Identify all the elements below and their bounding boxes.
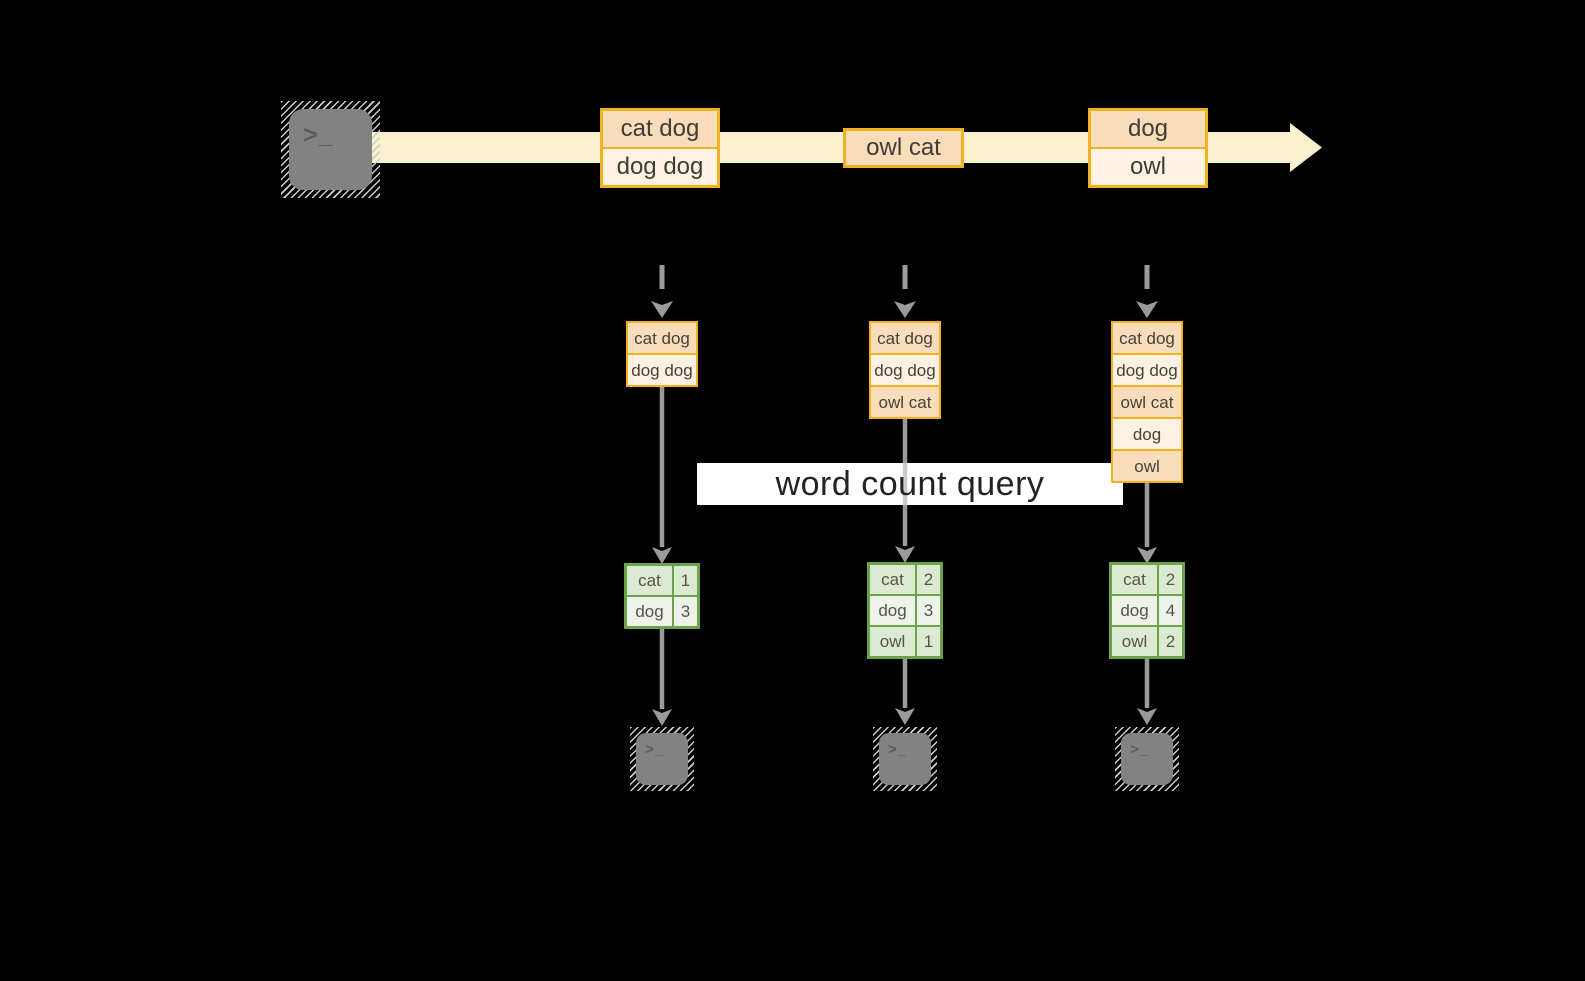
count-value: 3 [917, 596, 940, 625]
state-record: owl [1113, 451, 1181, 481]
count-word: dog [870, 596, 915, 625]
count-value: 2 [1159, 565, 1182, 594]
dashed-arrowhead-3 [1136, 301, 1158, 318]
count-table-2: cat 2 dog 3 owl 1 [867, 562, 943, 659]
count-word: cat [870, 565, 915, 594]
state-record: cat dog [871, 323, 939, 353]
count-word: cat [1112, 565, 1157, 594]
query-label: word count query [775, 464, 1045, 503]
sink-terminal-icon-1: >_ [630, 727, 694, 791]
sink-arrowhead-3 [1137, 708, 1157, 725]
count-word: dog [627, 597, 672, 626]
stream-record: cat dog [603, 111, 717, 147]
count-value: 1 [917, 627, 940, 656]
count-table-1: cat 1 dog 3 [624, 563, 700, 629]
query-arrowhead-2 [895, 546, 915, 563]
terminal-screen: >_ [636, 733, 688, 785]
dashed-arrowhead-1 [651, 301, 673, 318]
state-box-3: cat dog dog dog owl cat dog owl [1111, 321, 1183, 483]
count-word: dog [1112, 596, 1157, 625]
stream-batch-1: cat dog dog dog [600, 108, 720, 188]
state-record: cat dog [1113, 323, 1181, 353]
stream-batch-3: dog owl [1088, 108, 1208, 188]
state-box-1: cat dog dog dog [626, 321, 698, 387]
count-word: owl [870, 627, 915, 656]
count-value: 2 [917, 565, 940, 594]
source-terminal-icon: >_ [281, 101, 380, 198]
terminal-screen: >_ [1121, 733, 1173, 785]
query-arrowhead-1 [652, 547, 672, 564]
stream-record: owl cat [846, 131, 961, 165]
count-word: cat [627, 566, 672, 595]
count-value: 3 [674, 597, 697, 626]
sink-terminal-icon-3: >_ [1115, 727, 1179, 791]
state-record: owl cat [871, 387, 939, 417]
state-record: cat dog [628, 323, 696, 353]
stream-record: dog [1091, 111, 1205, 147]
dashed-arrowhead-2 [894, 301, 916, 318]
stream-record: dog dog [603, 149, 717, 185]
terminal-prompt-glyph: >_ [888, 741, 908, 758]
state-record: owl cat [1113, 387, 1181, 417]
terminal-prompt-glyph: >_ [1130, 741, 1150, 758]
stream-batch-2: owl cat [843, 128, 964, 168]
state-record: dog [1113, 419, 1181, 449]
terminal-screen: >_ [879, 733, 931, 785]
terminal-prompt-glyph: >_ [645, 741, 665, 758]
sink-arrowhead-2 [895, 708, 915, 725]
count-table-3: cat 2 dog 4 owl 2 [1109, 562, 1185, 659]
count-value: 2 [1159, 627, 1182, 656]
sink-arrowhead-1 [652, 709, 672, 726]
query-arrowhead-3 [1137, 547, 1157, 564]
query-band [697, 463, 1123, 505]
count-word: owl [1112, 627, 1157, 656]
state-record: dog dog [1113, 355, 1181, 385]
state-record: dog dog [871, 355, 939, 385]
state-box-2: cat dog dog dog owl cat [869, 321, 941, 419]
terminal-prompt-glyph: >_ [303, 121, 334, 149]
state-record: dog dog [628, 355, 696, 385]
terminal-screen: >_ [289, 109, 372, 190]
count-value: 4 [1159, 596, 1182, 625]
count-value: 1 [674, 566, 697, 595]
stream-arrowhead [1290, 123, 1322, 172]
stream-record: owl [1091, 149, 1205, 185]
sink-terminal-icon-2: >_ [873, 727, 937, 791]
